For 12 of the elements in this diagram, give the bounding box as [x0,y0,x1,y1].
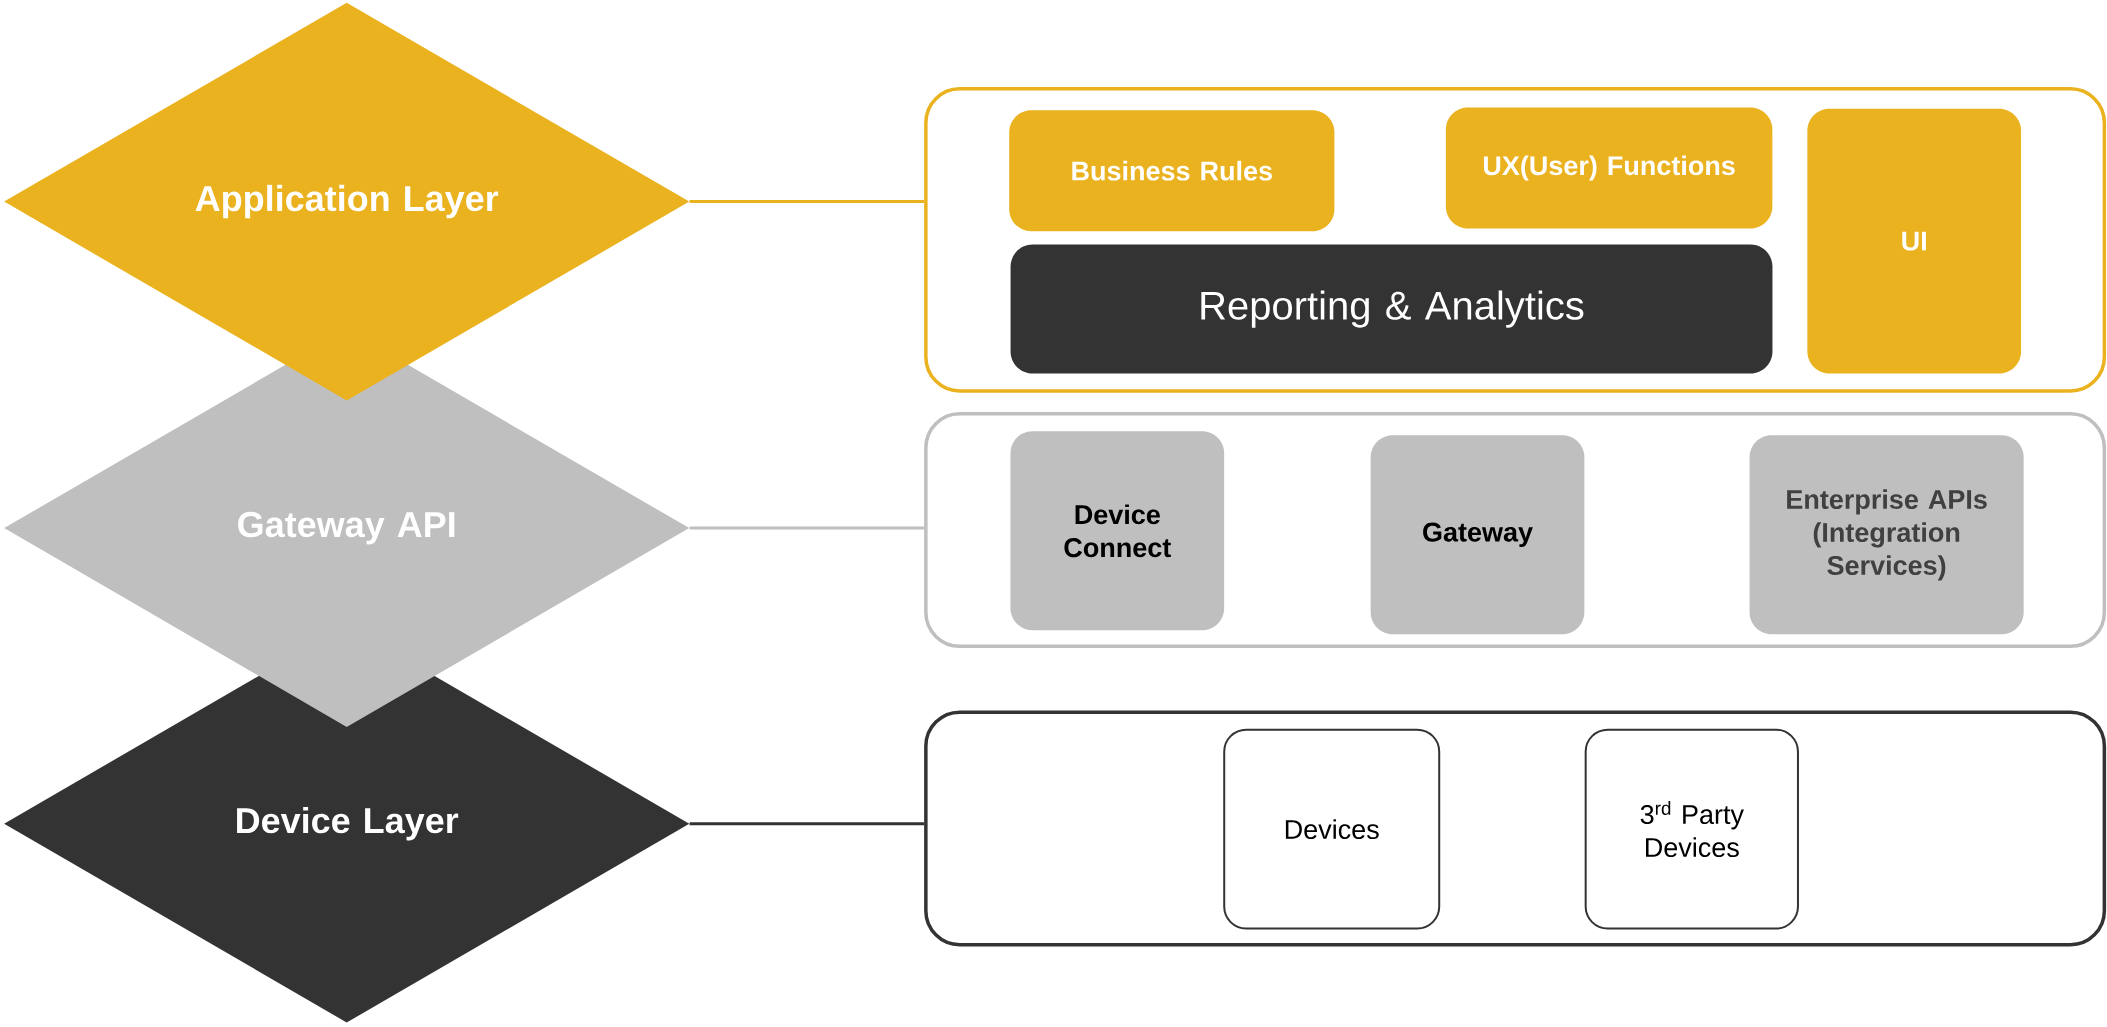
function-box: Reporting & Analytics [1010,244,1773,374]
function-box: Business Rules [1009,110,1335,232]
service-box: Enterprise APIs (Integration Services) [1749,435,2024,635]
device-box: 3$^{rd}$ Party Devices [1584,728,1799,930]
service-box: Gateway [1370,435,1585,635]
connector-line [689,822,925,826]
connector-line [689,200,925,204]
function-box: UI [1807,108,2022,374]
connector-line [689,526,925,530]
device-box: Devices [1223,728,1441,930]
function-box: UX(User) Functions [1445,107,1773,229]
service-box: Device Connect [1010,431,1225,631]
